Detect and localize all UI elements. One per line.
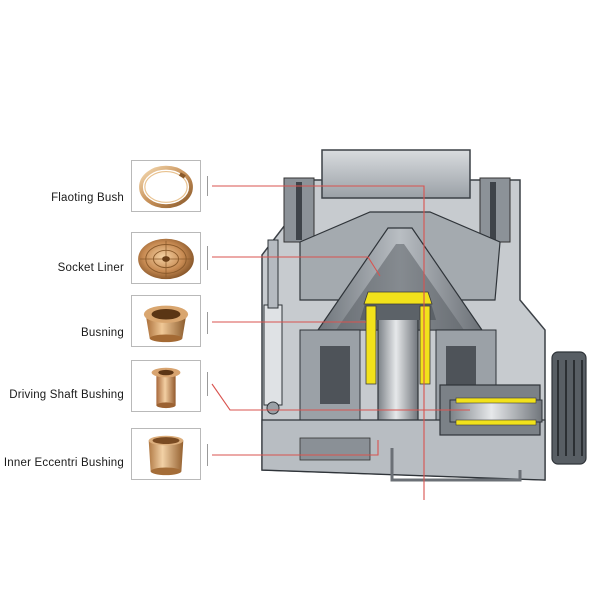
part-label-socket-liner: Socket Liner [57, 262, 124, 274]
floating-bush-thumbnail [131, 160, 201, 212]
bushing-thumbnail [131, 295, 201, 347]
leader-line-driving-shaft-bushing [211, 383, 470, 411]
eccentric-bushing-icon [148, 435, 184, 476]
part-label-inner-eccentric-bushing: Inner Eccentri Bushing [3, 457, 124, 469]
leader-line-inner-eccentric-bushing [212, 440, 379, 456]
part-label-floating-bush: Flaoting Bush [51, 192, 124, 204]
flanged-bushing-icon [143, 305, 189, 343]
ring-bush-icon [139, 165, 193, 209]
driving-shaft-bushing-thumbnail [131, 360, 201, 412]
socket-liner-icon [138, 238, 194, 280]
socket-liner-thumbnail [131, 232, 201, 284]
part-label-driving-shaft-bushing: Driving Shaft Bushing [9, 389, 124, 401]
leader-line-socket-liner [212, 256, 381, 277]
leader-lines [211, 185, 470, 500]
inner-eccentric-bushing-thumbnail [131, 428, 201, 480]
part-label-bushing: Busning [81, 327, 124, 339]
shaft-bushing-icon [151, 367, 181, 409]
crusher-frame [261, 149, 587, 482]
leader-line-floating-bush [212, 185, 425, 300]
